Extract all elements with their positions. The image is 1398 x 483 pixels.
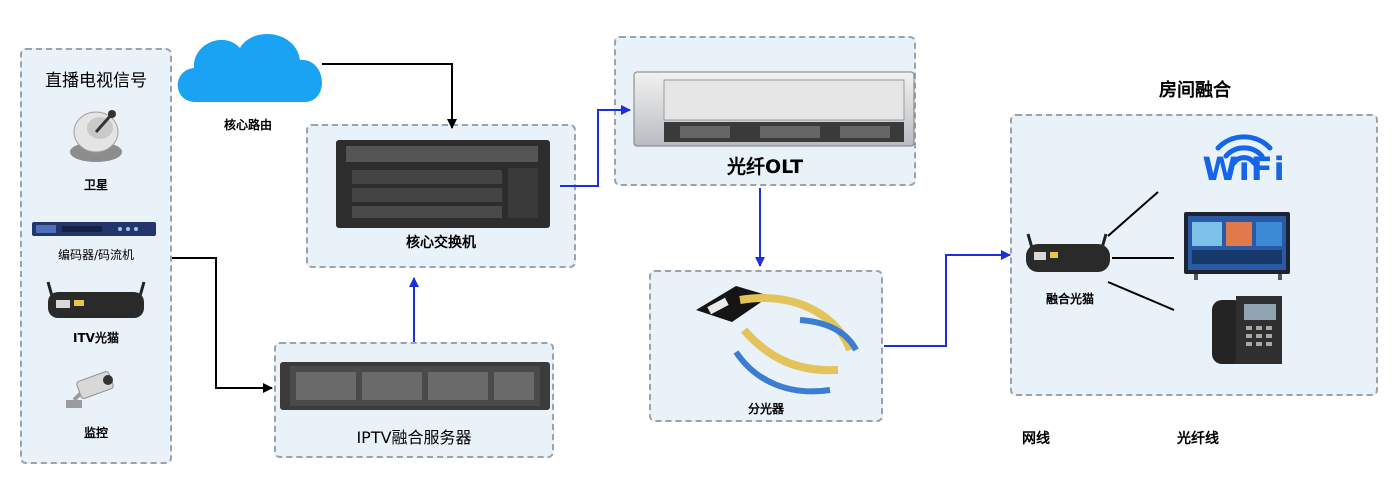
wifi-icon <box>1215 134 1273 166</box>
legend-network-cable: 网线 <box>1022 431 1050 447</box>
source-panel-title: 直播电视信号 <box>45 71 147 91</box>
core-switch-label: 核心交换机 <box>406 235 476 251</box>
tv-icon <box>1184 212 1290 280</box>
satellite-label: 卫星 <box>83 178 108 192</box>
switch-to-olt-arrow <box>560 105 631 187</box>
encoder-rack-icon <box>32 222 156 236</box>
splitter-to-modem-arrow <box>884 250 1011 347</box>
cloud-to-switch-arrow <box>322 63 457 129</box>
splitter-label: 分光器 <box>747 402 784 416</box>
desk-phone-icon <box>1212 296 1282 364</box>
source-to-iptv-arrow <box>172 257 273 393</box>
converged-modem-label: 融合光猫 <box>1045 292 1094 306</box>
iptv-server-label: IPTV融合服务器 <box>356 428 472 447</box>
modem-to-wifi-line <box>1107 191 1159 237</box>
itv-modem-icon <box>46 281 146 318</box>
core-switch-icon <box>336 140 550 228</box>
olt-icon <box>633 71 915 147</box>
cctv-label: 监控 <box>83 426 108 440</box>
itv-modem-label: ITV光猫 <box>73 331 119 345</box>
legend-fiber-cable: 光纤线 <box>1177 431 1219 447</box>
olt-label: 光纤OLT <box>726 156 804 178</box>
encoder-label: 编码器/码流机 <box>57 248 135 262</box>
iptv-server-icon <box>280 362 550 410</box>
splitter-icon <box>696 286 859 395</box>
satellite-dish-icon <box>70 110 122 162</box>
converged-modem-icon <box>1026 233 1110 272</box>
room-title: 房间融合 <box>1159 80 1231 101</box>
cloud-icon <box>177 34 322 102</box>
cctv-camera-icon <box>66 371 114 408</box>
wifi-text: WiFi <box>1202 150 1286 188</box>
modem-to-phone-line <box>1107 281 1175 311</box>
cloud-label: 核心路由 <box>223 118 272 132</box>
